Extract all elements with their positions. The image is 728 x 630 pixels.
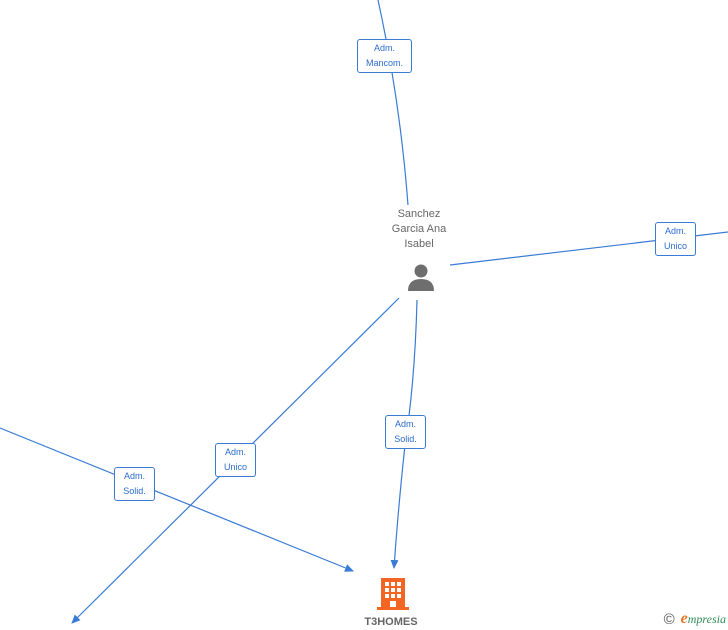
person-name-line3: Isabel	[404, 238, 434, 250]
edge-label-line2: Solid.	[394, 434, 417, 444]
edge-solid-left	[0, 427, 354, 572]
brand-logo: empresia	[681, 610, 726, 628]
edge-label-line2: Unico	[223, 462, 247, 472]
edge-label-solid-left[interactable]: Adm. Solid.	[114, 467, 155, 501]
edge-label-line1: Adm.	[224, 447, 246, 457]
building-icon[interactable]	[377, 577, 409, 611]
person-name-line2: Garcia Ana	[391, 223, 447, 235]
edge-label-line1: Adm.	[394, 419, 416, 429]
person-name[interactable]: Sanchez Garcia Ana Isabel	[378, 207, 460, 252]
brand-rest: mpresia	[687, 612, 726, 626]
edge-label-mancom[interactable]: Adm. Mancom.	[357, 39, 412, 73]
edge-label-line2: Solid.	[123, 486, 146, 496]
edge-label-solid-company[interactable]: Adm. Solid.	[385, 415, 426, 449]
copyright-icon: ©	[663, 610, 675, 628]
edge-mancom	[377, 0, 409, 206]
edge-label-line1: Adm.	[664, 226, 686, 236]
person-name-line1: Sanchez	[397, 208, 441, 220]
company-name[interactable]: T3HOMES	[364, 616, 418, 628]
edge-label-unico-right[interactable]: Adm. Unico	[655, 222, 696, 256]
edge-label-line2: Unico	[663, 241, 687, 251]
edge-label-line1: Adm.	[123, 471, 145, 481]
edge-label-line2: Mancom.	[365, 58, 403, 68]
edge-label-unico-left[interactable]: Adm. Unico	[215, 443, 256, 477]
edge-label-line1: Adm.	[373, 43, 395, 53]
empresia-watermark: © empresia	[664, 610, 726, 628]
brand-initial: e	[680, 610, 688, 627]
person-icon[interactable]	[406, 262, 436, 292]
